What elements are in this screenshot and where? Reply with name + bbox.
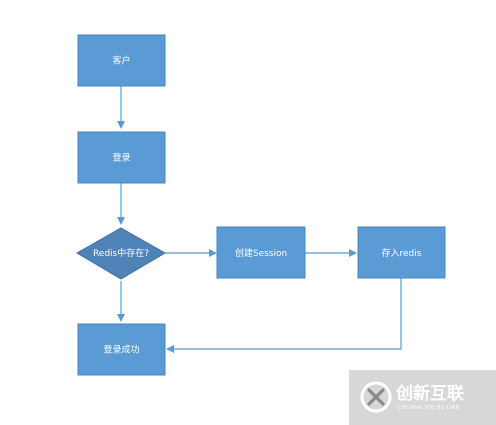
node-login-success-label: 登录成功: [103, 344, 139, 356]
watermark: 创新互联 CHUANG XIN HU LIAN: [349, 370, 496, 425]
watermark-sub: CHUANG XIN HU LIAN: [398, 405, 460, 411]
watermark-logo-icon: [360, 381, 392, 413]
node-save-redis-label: 存入redis: [382, 247, 422, 259]
node-redis-check-diamond: [76, 227, 166, 280]
node-login-label: 登录: [112, 153, 130, 164]
node-create-session: 创建Session: [216, 226, 306, 279]
edge-save-redis-to-login-success: [166, 278, 402, 353]
node-create-session-box: [216, 226, 306, 279]
node-login-success-box: [77, 323, 166, 376]
node-login-success: 登录成功: [77, 323, 166, 376]
node-redis-check-label: Redis中存在?: [93, 247, 149, 259]
node-create-session-label: 创建Session: [235, 247, 287, 259]
node-redis-check: Redis中存在?: [76, 227, 166, 280]
node-client-box: [77, 34, 166, 87]
node-login: 登录: [77, 131, 166, 184]
node-login-box: [77, 131, 166, 184]
watermark-brand: 创新互联: [395, 383, 464, 404]
node-client: 客户: [77, 34, 166, 87]
node-save-redis: 存入redis: [357, 226, 446, 279]
node-save-redis-box: [357, 226, 446, 279]
node-client-label: 客户: [112, 55, 130, 67]
